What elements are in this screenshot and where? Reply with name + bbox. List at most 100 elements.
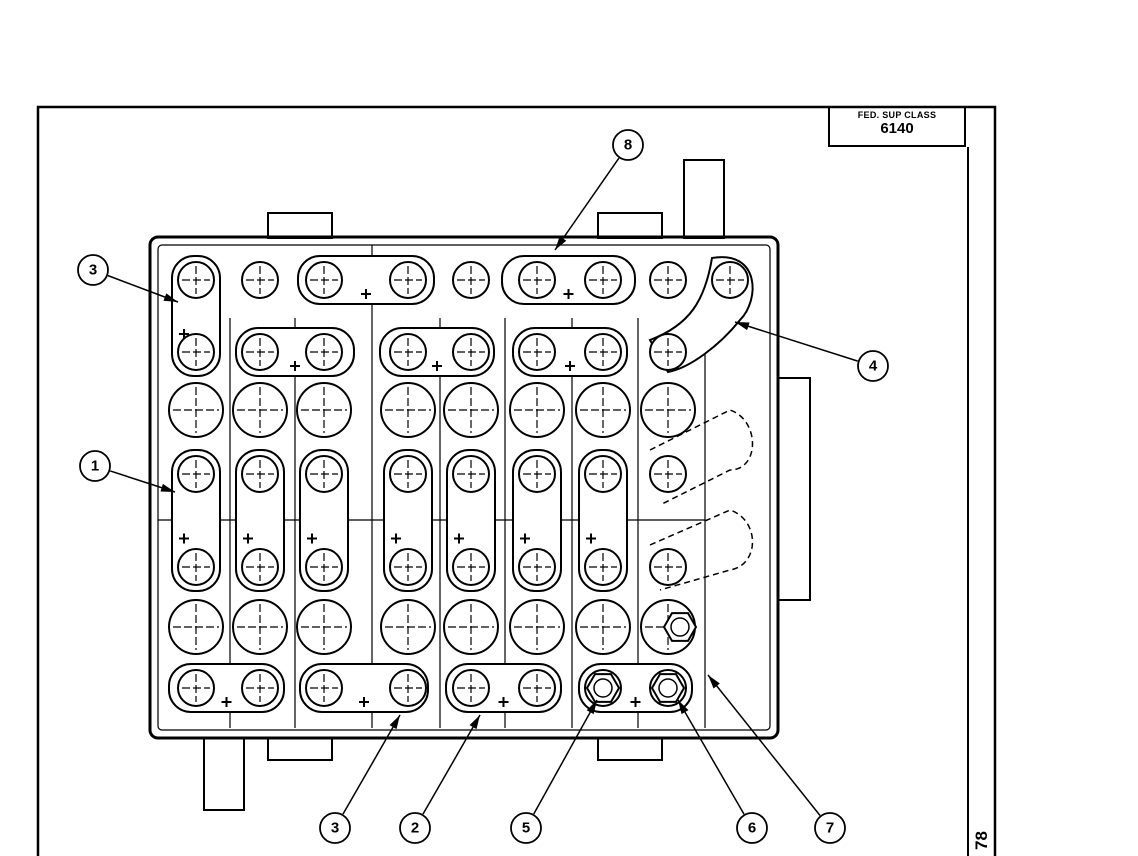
bottom-lug-left xyxy=(267,737,333,761)
leader-arrowhead xyxy=(469,715,480,730)
leader-line xyxy=(533,699,598,815)
centerline-cross xyxy=(654,553,682,581)
fed-sup-class-value: 6140 xyxy=(880,120,914,137)
centerline-cross xyxy=(654,460,682,488)
centerline-cross xyxy=(394,553,422,581)
fed-sup-class-label: FED. SUP CLASS xyxy=(857,110,937,120)
centerline-cross xyxy=(246,553,274,581)
page-number: 78 xyxy=(972,831,991,850)
centerline-cross xyxy=(394,338,422,366)
callout-circle xyxy=(77,254,109,286)
hex-nut-terminal xyxy=(650,673,686,703)
centerline-cross xyxy=(457,338,485,366)
centerline-cross xyxy=(394,674,422,702)
callout-circle xyxy=(399,812,431,844)
leader-arrowhead xyxy=(586,700,597,715)
plus-mark xyxy=(563,289,574,299)
centerline-cross xyxy=(237,387,283,433)
centerline-cross xyxy=(394,460,422,488)
centerline-cross xyxy=(716,266,744,294)
centerline-cross xyxy=(654,266,682,294)
plus-mark xyxy=(243,533,253,544)
centerline-cross xyxy=(580,604,626,650)
leader-line xyxy=(342,714,401,815)
centerline-cross xyxy=(394,266,422,294)
centerline-cross xyxy=(523,460,551,488)
centerline-cross xyxy=(310,338,338,366)
centerline-cross xyxy=(523,674,551,702)
callout-number: 3 xyxy=(331,820,339,837)
centerline-cross xyxy=(654,338,682,366)
federal-supply-class-box: FED. SUP CLASS 6140 xyxy=(828,107,966,147)
centerline-cross xyxy=(301,604,347,650)
centerline-cross xyxy=(580,387,626,433)
plus-mark xyxy=(221,697,232,707)
drawing-frame xyxy=(36,105,997,856)
callout-number: 4 xyxy=(869,358,878,375)
centerline-cross xyxy=(246,338,274,366)
bottom-lug-right xyxy=(597,737,663,761)
callout-circle xyxy=(814,812,846,844)
centerline-cross xyxy=(589,266,617,294)
centerline-cross xyxy=(523,266,551,294)
callout-circle xyxy=(79,450,111,482)
centerline-cross xyxy=(310,460,338,488)
centerline-cross xyxy=(457,553,485,581)
centerline-cross xyxy=(301,387,347,433)
plus-mark xyxy=(359,697,369,707)
callout-circle xyxy=(612,129,644,161)
plus-mark xyxy=(432,361,442,371)
top-terminal-post xyxy=(683,159,725,239)
centerline-cross xyxy=(645,387,691,433)
bottom-terminal-post xyxy=(203,737,245,811)
plus-mark xyxy=(586,533,596,544)
centerline-cross xyxy=(523,553,551,581)
callout-number: 7 xyxy=(826,820,834,837)
plus-mark xyxy=(391,533,401,544)
callout-number: 2 xyxy=(411,820,419,837)
phantom-strap-lower xyxy=(649,509,754,591)
terminal-stud xyxy=(670,617,690,637)
centerline-cross xyxy=(385,604,431,650)
centerline-cross xyxy=(246,266,274,294)
terminal-stud xyxy=(658,678,678,698)
centerline-cross xyxy=(457,266,485,294)
plus-mark xyxy=(520,533,530,544)
callout-circle xyxy=(319,812,351,844)
phantom-strap-upper xyxy=(649,409,754,506)
callout-number: 6 xyxy=(748,820,756,837)
centerline-cross xyxy=(182,266,210,294)
plus-mark xyxy=(454,533,464,544)
centerline-cross xyxy=(246,674,274,702)
leader-line xyxy=(677,699,745,815)
callout-number: 3 xyxy=(89,262,97,279)
leader-line xyxy=(707,674,821,816)
centerline-cross xyxy=(514,387,560,433)
centerline-cross xyxy=(182,553,210,581)
leader-arrowhead xyxy=(389,715,400,730)
hex-nut-terminal xyxy=(662,612,698,642)
plus-mark xyxy=(290,361,300,371)
leader-arrowhead xyxy=(708,675,720,689)
centerline-cross xyxy=(457,460,485,488)
leader-arrowhead xyxy=(678,700,689,715)
plus-mark xyxy=(630,697,641,707)
centerline-cross xyxy=(310,266,338,294)
top-lug-left xyxy=(267,212,333,239)
centerline-cross xyxy=(182,460,210,488)
hex-nut-terminal xyxy=(585,673,621,703)
centerline-cross xyxy=(448,387,494,433)
callout-number: 1 xyxy=(91,458,99,475)
leader-arrowhead xyxy=(735,322,750,331)
plus-mark xyxy=(179,533,189,544)
battery-case-outer xyxy=(148,235,780,740)
plus-mark xyxy=(498,697,509,707)
centerline-cross xyxy=(237,604,283,650)
leader-line xyxy=(554,157,620,251)
centerline-cross xyxy=(514,604,560,650)
centerline-cross xyxy=(385,387,431,433)
leader-arrowhead xyxy=(163,293,178,302)
centerline-cross xyxy=(173,604,219,650)
plus-mark xyxy=(565,361,575,371)
